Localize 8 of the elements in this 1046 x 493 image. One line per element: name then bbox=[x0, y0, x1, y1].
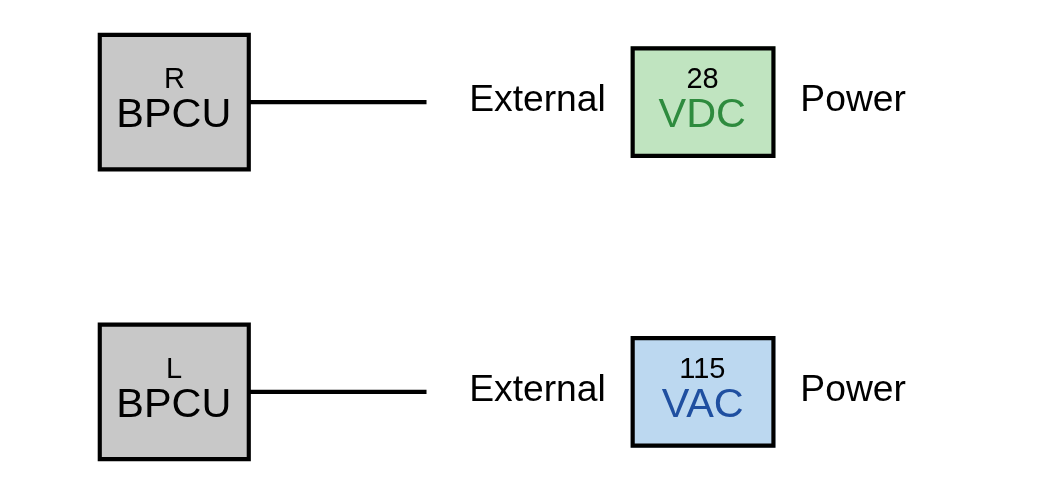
node-label: Power bbox=[800, 366, 906, 409]
node-label: External bbox=[469, 76, 606, 119]
node-box: L BPCU bbox=[97, 322, 251, 461]
node-label: External bbox=[469, 366, 606, 409]
connector bbox=[249, 389, 427, 394]
connector bbox=[249, 99, 427, 104]
node-label: Power bbox=[800, 76, 906, 119]
node-box: R BPCU bbox=[97, 32, 251, 171]
